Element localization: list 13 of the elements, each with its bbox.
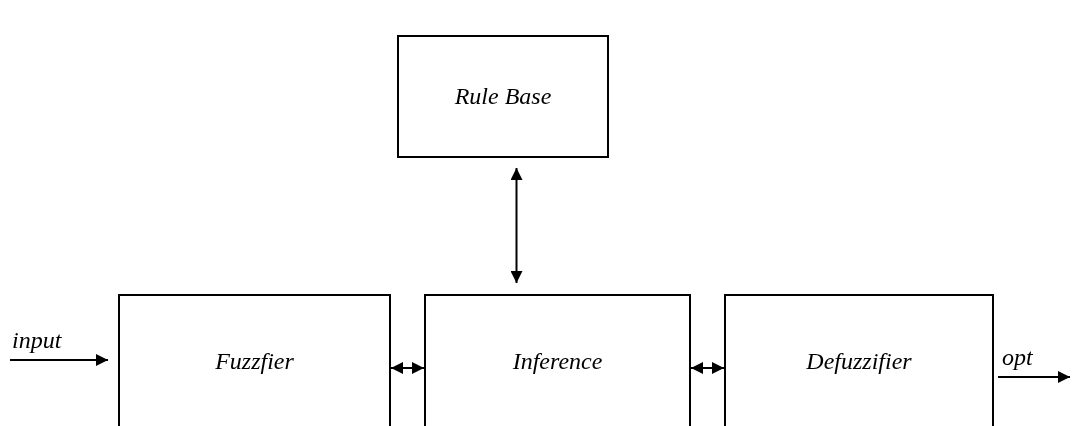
arrow	[690, 362, 725, 374]
arrow	[390, 362, 425, 374]
box-label: Rule Base	[454, 83, 552, 110]
arrow	[510, 167, 523, 284]
arrow	[997, 371, 1071, 383]
box-label: Fuzzfier	[215, 347, 294, 375]
arrow	[9, 354, 109, 366]
process-box	[397, 35, 609, 158]
box-label: Defuzzifier	[806, 347, 912, 375]
process-box	[724, 294, 994, 426]
process-box	[424, 294, 691, 426]
box-label: Inference	[512, 347, 603, 375]
process-box	[118, 294, 391, 426]
